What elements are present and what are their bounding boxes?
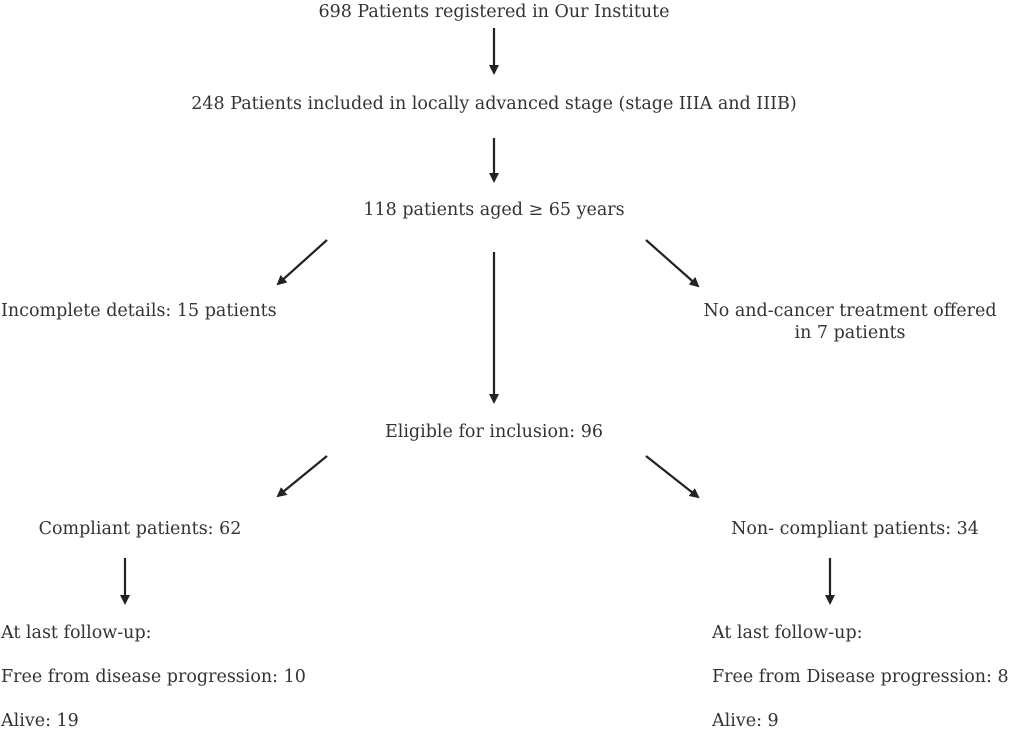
node-incomplete-details: Incomplete details: 15 patients	[1, 301, 277, 321]
arrow-aged-to-incomplete	[276, 239, 328, 286]
non-compliant-followup-alive: Alive: 9	[712, 711, 779, 731]
non-compliant-followup-free: Free from Disease progression: 8	[712, 667, 1009, 687]
node-locally-advanced: 248 Patients included in locally advance…	[191, 94, 797, 114]
arrow-eligible-to-non-compliant	[645, 455, 700, 499]
compliant-followup-heading: At last follow-up:	[1, 623, 152, 643]
compliant-followup-alive: Alive: 19	[1, 711, 79, 731]
arrow-aged-to-no-treatment	[645, 239, 700, 288]
node-no-treatment-line2: in 7 patients	[794, 323, 906, 343]
node-non-compliant: Non- compliant patients: 34	[731, 519, 979, 539]
arrow-eligible-to-compliant	[276, 455, 328, 498]
compliant-followup-free: Free from disease progression: 10	[1, 667, 306, 687]
node-aged: 118 patients aged ≥ 65 years	[363, 200, 625, 220]
node-eligible: Eligible for inclusion: 96	[384, 422, 604, 442]
non-compliant-followup-heading: At last follow-up:	[712, 623, 863, 643]
node-no-treatment-line1: No and-cancer treatment offered	[703, 301, 997, 321]
node-registered: 698 Patients registered in Our Institute	[318, 2, 670, 22]
node-compliant: Compliant patients: 62	[38, 519, 242, 539]
node-no-treatment: No and-cancer treatment offered in 7 pat…	[700, 300, 1000, 344]
